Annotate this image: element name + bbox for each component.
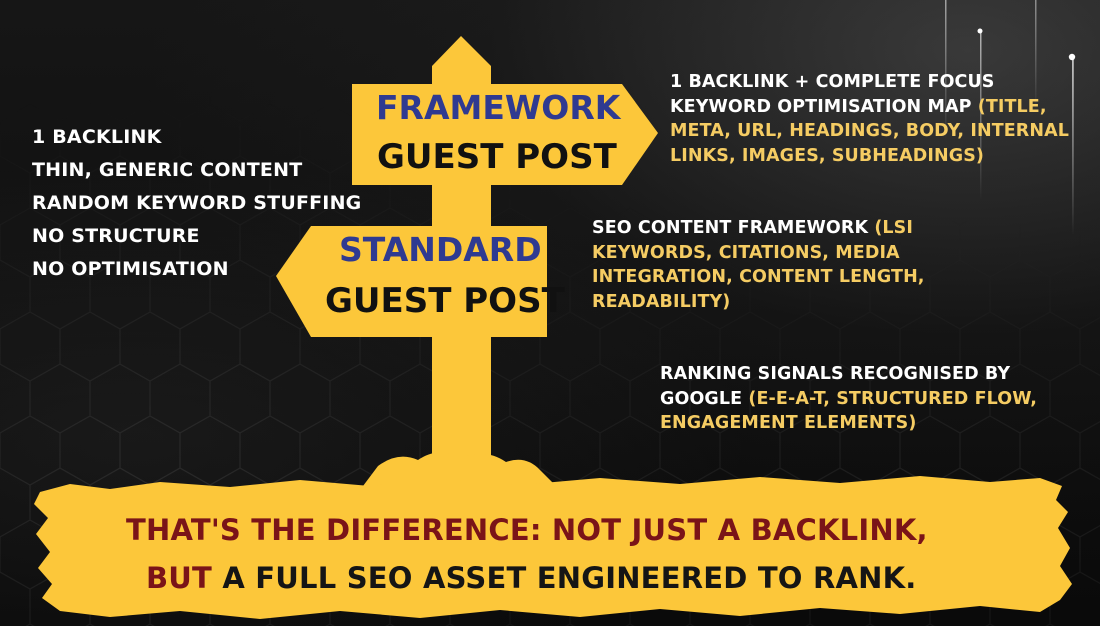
- standard-feature-item: RANDOM KEYWORD STUFFING: [32, 192, 362, 214]
- framework-feature-block-2: SEO CONTENT FRAMEWORK (LSI KEYWORDS, CIT…: [592, 216, 925, 314]
- standard-feature-item: 1 BACKLINK: [32, 126, 162, 148]
- standard-sign-title: STANDARD: [339, 230, 542, 269]
- feature-text-highlight: META, URL, HEADINGS, BODY, INTERNAL: [670, 121, 1070, 141]
- feature-text-highlight: (TITLE,: [971, 96, 1047, 117]
- framework-feature-block-3: RANKING SIGNALS RECOGNISED BY GOOGLE (E-…: [660, 362, 1037, 436]
- framework-sign-arrow: [352, 84, 658, 185]
- banner-headline: THAT'S THE DIFFERENCE: NOT JUST A BACKLI…: [126, 513, 928, 547]
- standard-feature-item: NO STRUCTURE: [32, 225, 200, 247]
- feature-text: SEO CONTENT FRAMEWORK: [592, 218, 869, 238]
- feature-text-highlight: LINKS, IMAGES, SUBHEADINGS): [670, 145, 984, 166]
- feature-text-highlight: READABILITY): [592, 291, 731, 312]
- banner-subline-text: A FULL SEO ASSET ENGINEERED TO RANK.: [212, 561, 917, 595]
- feature-text: RANKING SIGNALS RECOGNISED BY: [660, 364, 1011, 384]
- feature-text-highlight: ENGAGEMENT ELEMENTS): [660, 413, 917, 433]
- standard-feature-item: THIN, GENERIC CONTENT: [32, 159, 303, 181]
- ground-mound: [360, 452, 560, 490]
- feature-text: KEYWORD OPTIMISATION MAP: [670, 96, 972, 117]
- framework-feature-block-1: 1 BACKLINK + COMPLETE FOCUS KEYWORD OPTI…: [670, 70, 1069, 168]
- banner-subline: BUT A FULL SEO ASSET ENGINEERED TO RANK.: [146, 561, 916, 595]
- standard-feature-item: NO OPTIMISATION: [32, 258, 229, 280]
- feature-text: 1 BACKLINK + COMPLETE FOCUS: [670, 72, 995, 92]
- feature-text-highlight: KEYWORDS, CITATIONS, MEDIA: [592, 242, 900, 263]
- feature-text-highlight: (LSI: [868, 218, 913, 238]
- standard-sign-subtitle: GUEST POST: [325, 281, 565, 321]
- banner-brush-stroke: [34, 476, 1072, 619]
- standard-sign-arrow: [276, 226, 547, 337]
- framework-sign-title: FRAMEWORK: [376, 88, 621, 127]
- feature-text: GOOGLE: [660, 388, 743, 409]
- feature-text-highlight: (E-E-A-T, STRUCTURED FLOW,: [742, 388, 1037, 409]
- feature-text-highlight: INTEGRATION, CONTENT LENGTH,: [592, 267, 925, 287]
- standard-features-list: 1 BACKLINK THIN, GENERIC CONTENT RANDOM …: [32, 121, 361, 286]
- banner-subline-emphasis: BUT: [146, 561, 213, 595]
- framework-sign-subtitle: GUEST POST: [377, 137, 617, 177]
